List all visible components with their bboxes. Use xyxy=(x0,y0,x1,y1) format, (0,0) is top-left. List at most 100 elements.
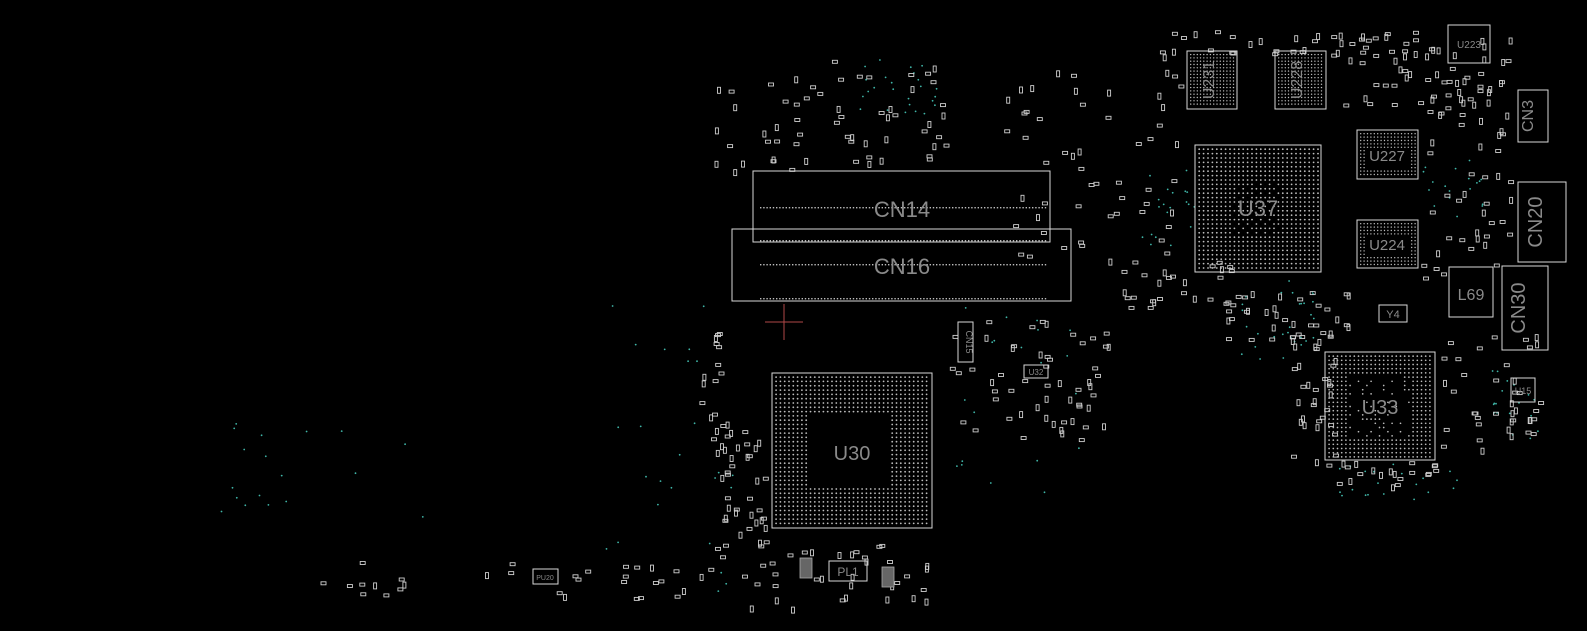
bga-ball xyxy=(1209,53,1212,56)
bga-ball xyxy=(1294,63,1296,66)
bga-ball xyxy=(1251,201,1253,203)
bga-ball xyxy=(775,415,777,417)
bga-ball xyxy=(831,513,833,516)
bga-ball xyxy=(882,376,885,378)
connector-pin xyxy=(1041,240,1043,242)
bga-ball xyxy=(1414,173,1416,176)
bga-ball xyxy=(1286,231,1289,234)
component-u33[interactable]: U33 xyxy=(1324,351,1436,461)
component-u30[interactable]: U30 xyxy=(771,372,933,529)
bga-ball xyxy=(1242,179,1245,181)
bga-ball xyxy=(852,380,855,383)
bga-ball xyxy=(1251,262,1253,265)
bga-ball xyxy=(1211,179,1214,181)
bga-ball xyxy=(1320,100,1323,102)
bga-ball xyxy=(899,496,902,499)
bga-ball xyxy=(1317,73,1319,76)
bga-ball xyxy=(1373,226,1376,228)
bga-ball xyxy=(1198,253,1201,256)
passive-pad xyxy=(1446,236,1453,241)
passive-pad xyxy=(1436,47,1441,55)
bga-ball xyxy=(1207,152,1209,155)
bga-ball xyxy=(848,393,851,396)
passive-pad xyxy=(892,113,899,118)
component-cn20[interactable]: CN20 xyxy=(1517,181,1567,263)
connector-pin xyxy=(1044,207,1047,209)
bga-ball xyxy=(1394,146,1396,148)
component-pu20[interactable]: PU20 xyxy=(532,568,559,585)
bga-ball xyxy=(1299,174,1302,177)
bga-ball xyxy=(1360,246,1362,249)
bga-ball xyxy=(912,415,915,417)
bga-ball xyxy=(1215,267,1218,269)
component-u231[interactable]: U231 xyxy=(1186,50,1238,110)
bga-ball xyxy=(844,488,846,490)
bga-ball xyxy=(1255,165,1258,168)
passive-pad xyxy=(990,379,995,387)
bga-ball xyxy=(895,496,898,499)
bga-ball xyxy=(801,432,803,434)
bga-ball xyxy=(1264,249,1267,252)
component-cn15[interactable]: CN15 xyxy=(957,321,974,363)
connector-pin xyxy=(804,264,807,266)
via xyxy=(1312,336,1315,339)
component-l69[interactable]: L69 xyxy=(1448,266,1494,318)
bga-ball xyxy=(1229,179,1231,181)
bga-ball xyxy=(1196,67,1199,69)
bga-ball xyxy=(1264,196,1267,199)
bga-ball xyxy=(1400,146,1403,148)
component-cn3[interactable]: CN3 xyxy=(1517,89,1549,143)
bga-ball xyxy=(1196,57,1199,59)
bga-ball xyxy=(1259,236,1262,239)
passive-pad xyxy=(1501,59,1506,66)
passive-pad xyxy=(927,121,932,128)
bga-ball xyxy=(891,501,894,503)
bga-ball xyxy=(1229,196,1231,199)
bga-ball xyxy=(1340,363,1343,366)
passive-pad xyxy=(1464,75,1471,80)
component-u223[interactable]: U223 xyxy=(1447,24,1491,64)
component-u32[interactable]: U32 xyxy=(1023,364,1049,379)
bga-ball xyxy=(1360,139,1362,142)
component-cn14[interactable]: CN14 xyxy=(752,170,1051,243)
bga-ball xyxy=(1206,60,1208,62)
bga-ball xyxy=(1378,426,1381,429)
passive-pad xyxy=(1059,426,1064,434)
bga-ball xyxy=(1387,401,1389,404)
passive-pad xyxy=(556,591,563,596)
via xyxy=(264,455,267,458)
bga-ball xyxy=(1397,226,1399,228)
bga-ball xyxy=(856,501,859,503)
bga-ball xyxy=(904,440,906,443)
component-u15[interactable]: U15 xyxy=(1510,377,1536,403)
passive-pad xyxy=(833,120,840,125)
component-u228[interactable]: U228 xyxy=(1274,50,1327,110)
bga-ball xyxy=(1420,439,1423,441)
bga-ball xyxy=(1213,100,1215,102)
bga-ball xyxy=(1383,133,1386,135)
via xyxy=(1338,467,1341,470)
bga-ball xyxy=(822,376,825,378)
bga-ball xyxy=(1412,384,1414,387)
bga-ball xyxy=(1378,372,1381,374)
bga-ball xyxy=(1264,240,1267,243)
bga-ball xyxy=(1255,227,1258,230)
component-u224[interactable]: U224 xyxy=(1356,219,1419,269)
passive-pad xyxy=(1328,423,1335,428)
bga-ball xyxy=(1255,187,1258,190)
via xyxy=(634,343,637,346)
bga-ball xyxy=(831,397,833,400)
bga-ball xyxy=(1224,148,1227,151)
component-y4[interactable]: Y4 xyxy=(1378,304,1408,323)
connector-pin xyxy=(840,264,842,266)
component-cn16[interactable]: CN16 xyxy=(731,228,1072,302)
component-u227[interactable]: U227 xyxy=(1356,129,1419,180)
bga-ball xyxy=(1374,443,1377,446)
component-u37[interactable]: U37 xyxy=(1194,144,1322,273)
bga-ball xyxy=(1251,196,1253,199)
component-cn30[interactable]: CN30 xyxy=(1501,265,1549,351)
bga-ball xyxy=(1222,67,1225,69)
bga-ball xyxy=(865,501,868,503)
component-pl1[interactable]: PL1 xyxy=(828,560,868,582)
